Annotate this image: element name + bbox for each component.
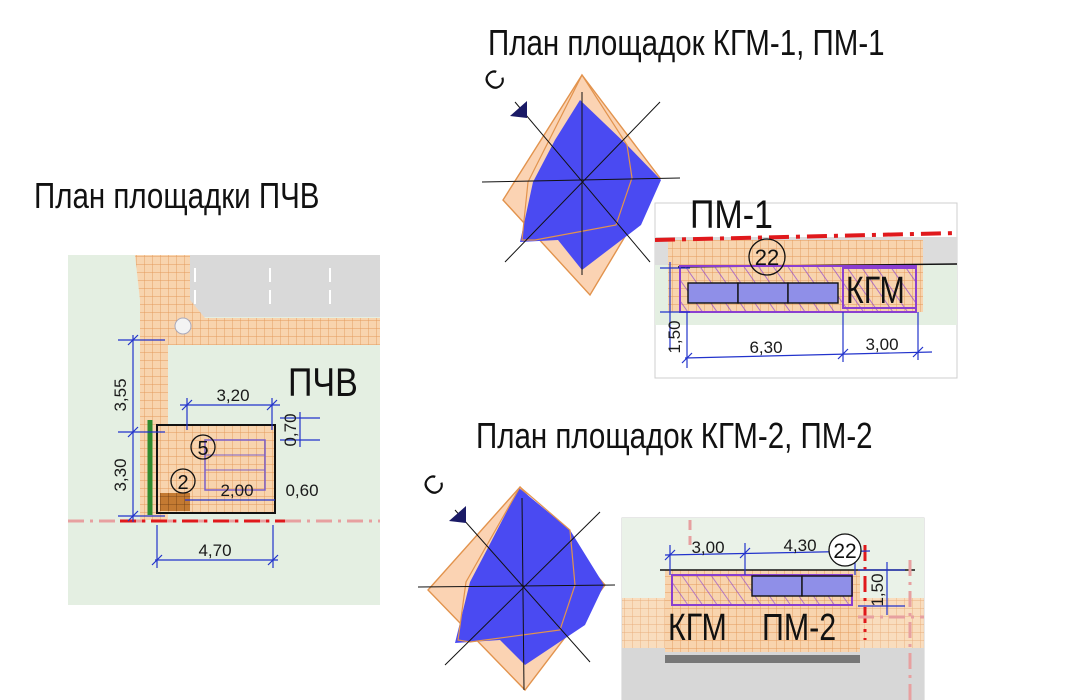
plan-pm1: 6,30 3,00 1,50 22 ПМ-1 КГМ [654,191,958,379]
wind-rose-2: С [416,468,616,692]
north-label-1: С [477,63,511,97]
containers-pm2 [751,575,853,597]
marker-22-pm2: 22 [833,540,856,563]
road [190,255,380,317]
dim-4-30-pm2: 4,30 [783,536,816,555]
dim-3-30: 3,30 [111,458,130,491]
dim-1-50-pm1: 1,50 [665,320,684,353]
marker-22-pm1: 22 [755,245,779,270]
dim-3-20: 3,20 [216,386,249,405]
north-label-2: С [416,468,450,502]
plan-pm2: 3,00 4,30 1,50 22 КГМ ПМ-2 [621,517,925,700]
dim-0-60: 0,60 [285,481,318,500]
red-line-pm1 [654,231,958,242]
dim-2-00: 2,00 [220,481,253,500]
title-pchv: План площадки ПЧВ [34,175,320,216]
containers-pm1 [687,282,839,304]
title-kgm2-pm2: План площадок КГМ-2, ПМ-2 [476,415,873,456]
dim-3-00-pm1: 3,00 [865,335,898,354]
label-kgm-pm1: КГМ [846,270,905,312]
dim-3-00-pm2: 3,00 [691,538,724,557]
dim-0-70: 0,70 [281,413,300,446]
paving-path [135,255,380,520]
dimension-lines [118,334,320,568]
label-pchv: ПЧВ [288,359,358,404]
dim-3-55: 3,55 [111,378,130,411]
label-kgm-pm2: КГМ [668,607,727,649]
plan-pchv: 3,55 3,30 3,20 0,70 2,00 0,60 4,70 5 2 П… [68,255,380,605]
marker-2: 2 [177,472,188,494]
label-pm1: ПМ-1 [690,191,773,236]
wind-rose-1: С [477,63,681,297]
marker-5: 5 [197,438,208,460]
dim-6-30: 6,30 [749,338,782,357]
dim-1-50-pm2: 1,50 [868,573,887,606]
dim-4-70: 4,70 [198,541,231,560]
label-pm2: ПМ-2 [762,607,836,649]
title-kgm1-pm1: План площадок КГМ-1, ПМ-1 [488,22,885,63]
